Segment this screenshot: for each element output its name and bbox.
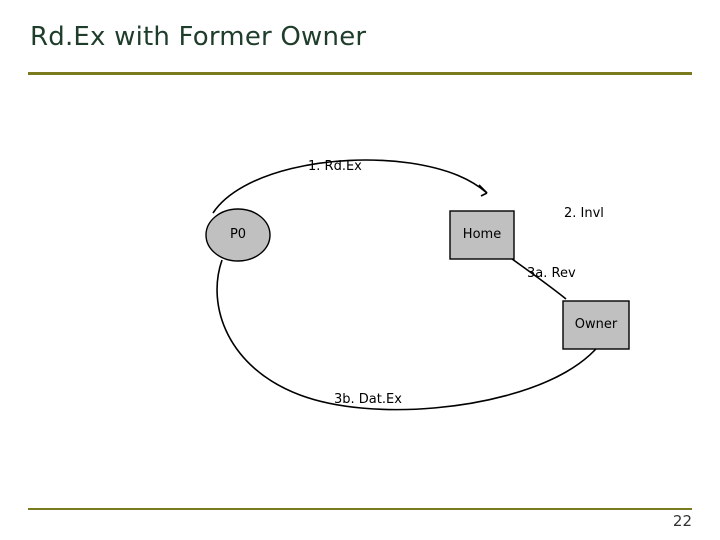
page-number: 22: [672, 512, 692, 530]
page-title: Rd.Ex with Former Owner: [30, 22, 367, 52]
edge-dat-ex-path: [216, 259, 613, 411]
diagram-canvas: P0 Home Owner 1. Rd.Ex 2. Invl 3a. Rev 3…: [0, 80, 720, 500]
edge-label-rd-ex: 1. Rd.Ex: [308, 159, 362, 174]
title-divider: [28, 72, 692, 75]
edge-invl-path: [507, 255, 567, 300]
node-home-shape: [449, 210, 515, 260]
edge-rd-ex-path: [212, 159, 488, 214]
edge-label-dat-ex: 3b. Dat.Ex: [334, 392, 402, 407]
edge-label-rev: 3a. Rev: [527, 266, 576, 281]
edge-label-invl: 2. Invl: [564, 206, 604, 221]
node-p0-shape: [205, 208, 271, 262]
node-label-owner: Owner: [574, 317, 618, 332]
diagram-svg: [205, 159, 630, 411]
node-label-home: Home: [462, 227, 502, 242]
footer-divider: [28, 508, 692, 510]
node-owner-shape: [562, 300, 630, 350]
edge-rd-ex-arrowhead: [478, 184, 488, 197]
node-label-p0: P0: [229, 227, 247, 242]
